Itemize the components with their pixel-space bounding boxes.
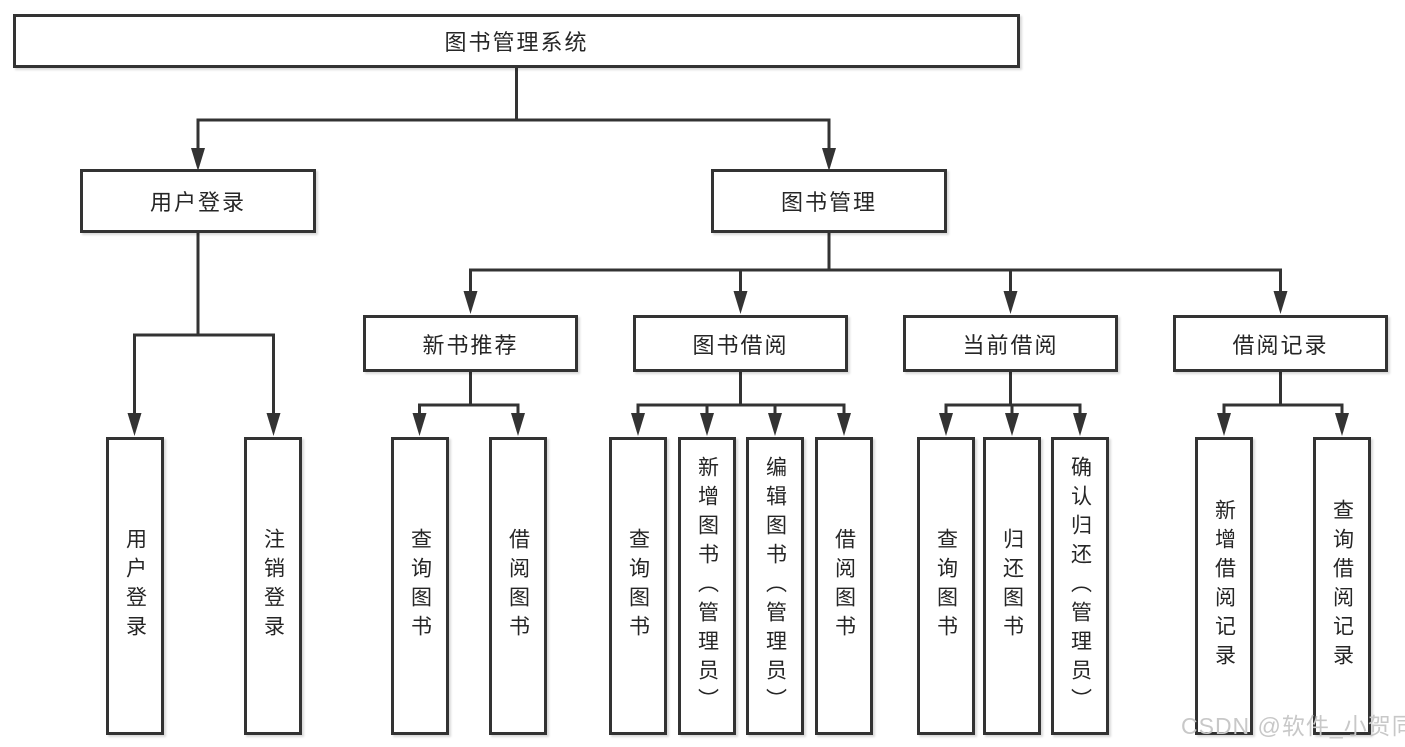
leaf-label: 归还图书	[1000, 528, 1024, 644]
leaf-borrow-add-books-admin: 新增图书（管理员）	[678, 437, 736, 735]
connector-root-to-level2	[191, 66, 836, 171]
leaf-label: 查询借阅记录	[1330, 499, 1354, 673]
watermark: CSDN @软件_小贺同学	[1181, 713, 1405, 739]
leaf-label: 新增图书（管理员）	[695, 455, 719, 717]
leaf-label: 注销登录	[261, 528, 285, 644]
leaf-current-query-books: 查询图书	[917, 437, 975, 735]
leaf-borrow-query-books: 查询图书	[609, 437, 667, 735]
leaf-label: 查询图书	[408, 528, 432, 644]
node-current-borrowing: 当前借阅	[903, 315, 1118, 372]
connector-new-book-recommend-branch	[412, 370, 525, 436]
leaf-recommend-borrow-books: 借阅图书	[489, 437, 547, 735]
node-borrowing-records: 借阅记录	[1173, 315, 1388, 372]
connector-book-borrowing-branch	[631, 370, 851, 436]
node-library-management-system: 图书管理系统	[13, 14, 1020, 68]
node-new-book-recommend: 新书推荐	[363, 315, 578, 372]
leaf-records-query-record: 查询借阅记录	[1313, 437, 1371, 735]
connector-user-login-branch	[127, 231, 281, 436]
leaf-label: 查询图书	[626, 528, 650, 644]
leaf-label: 借阅图书	[832, 528, 856, 644]
leaf-recommend-query-books: 查询图书	[391, 437, 449, 735]
leaf-label: 用户登录	[123, 528, 147, 644]
leaf-current-return-books: 归还图书	[983, 437, 1041, 735]
leaf-borrow-borrow-books: 借阅图书	[815, 437, 873, 735]
node-user-login: 用户登录	[80, 169, 316, 233]
leaf-user-login: 用户登录	[106, 437, 164, 735]
connector-book-management-branch	[463, 231, 1288, 314]
leaf-borrow-edit-books-admin: 编辑图书（管理员）	[746, 437, 804, 735]
leaf-label: 新增借阅记录	[1212, 499, 1236, 673]
node-book-management: 图书管理	[711, 169, 947, 233]
leaf-logout: 注销登录	[244, 437, 302, 735]
leaf-label: 确认归还（管理员）	[1068, 455, 1092, 717]
leaf-label: 编辑图书（管理员）	[763, 455, 787, 717]
leaf-label: 查询图书	[934, 528, 958, 644]
leaf-current-confirm-return-admin: 确认归还（管理员）	[1051, 437, 1109, 735]
connector-borrowing-records-branch	[1217, 370, 1349, 436]
leaf-records-add-record: 新增借阅记录	[1195, 437, 1253, 735]
connector-current-borrowing-branch	[939, 370, 1087, 436]
node-book-borrowing: 图书借阅	[633, 315, 848, 372]
leaf-label: 借阅图书	[506, 528, 530, 644]
